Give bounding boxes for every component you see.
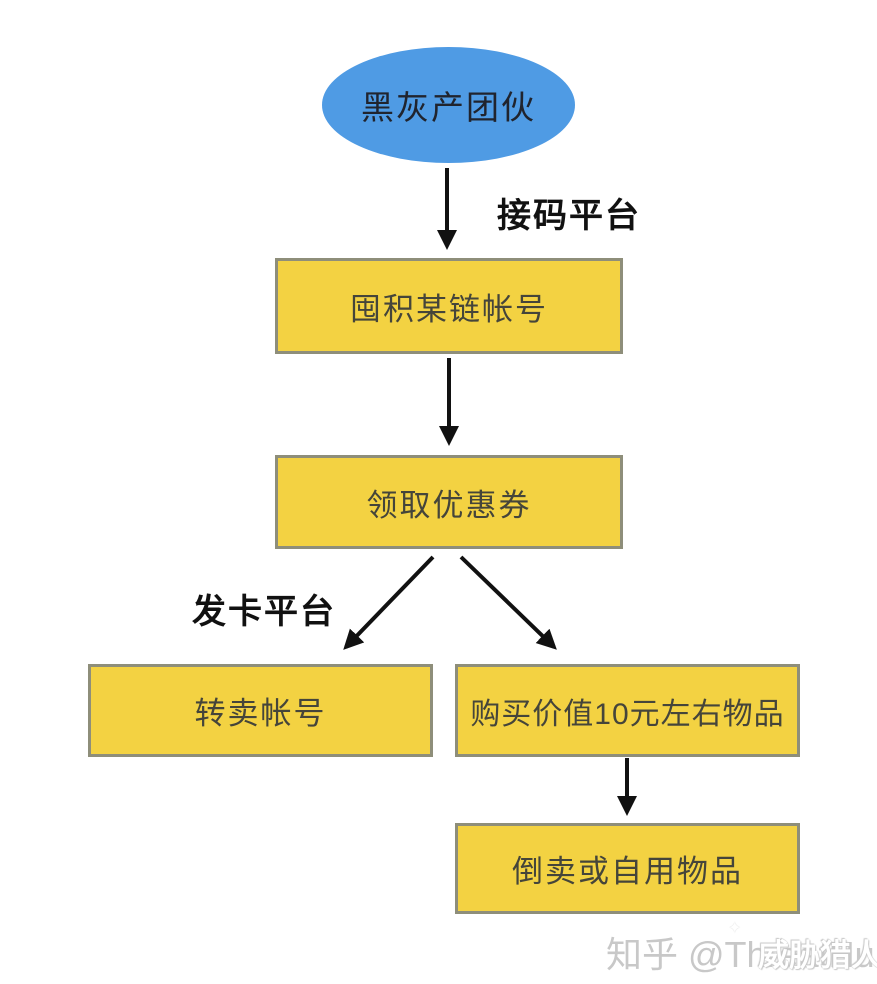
- node-gang-label: 黑灰产团伙: [361, 89, 536, 126]
- node-hoard-label: 囤积某链帐号: [350, 291, 548, 327]
- node-claim-coupons: 领取优惠券: [275, 455, 623, 549]
- node-gang-ellipse: 黑灰产团伙: [322, 47, 575, 163]
- watermark: 知乎 @ThreatHunter ✦ 威胁猎人: [606, 920, 877, 976]
- arrow-coupon-to-resell: [343, 555, 435, 650]
- node-resell-accounts: 转卖帐号: [88, 664, 433, 757]
- node-hoard-accounts: 囤积某链帐号: [275, 258, 623, 354]
- node-buy-items: 购买价值10元左右物品: [455, 664, 800, 757]
- node-coupon-label: 领取优惠券: [366, 487, 532, 523]
- node-resell-label: 转卖帐号: [194, 696, 327, 731]
- edge-label-card-platform: 发卡平台: [192, 593, 336, 631]
- node-flip-items: 倒卖或自用物品: [455, 823, 800, 914]
- edge-label-sms-platform: 接码平台: [497, 197, 641, 235]
- sparkle-icon: ✦: [728, 920, 742, 937]
- watermark-zhihu-credit: 知乎 @ThreatHunter: [606, 934, 877, 975]
- arrow-coupon-to-buy: [459, 555, 557, 650]
- node-flip-label: 倒卖或自用物品: [512, 854, 743, 889]
- node-buy-label: 购买价值10元左右物品: [470, 697, 785, 731]
- watermark-overlay-text: 威胁猎人: [758, 938, 877, 973]
